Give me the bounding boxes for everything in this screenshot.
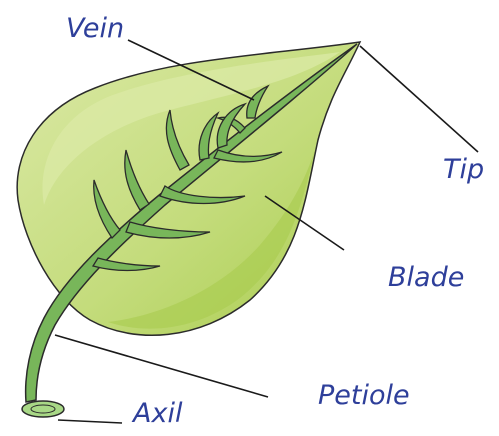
petiole-label: Petiole <box>318 382 410 409</box>
blade-label: Blade <box>388 264 464 291</box>
petiole-base <box>22 401 64 417</box>
tip-pointer <box>360 46 478 152</box>
vein-label: Vein <box>66 15 124 42</box>
tip-label: Tip <box>443 156 484 183</box>
axil-pointer <box>58 420 122 423</box>
petiole-pointer <box>55 335 268 397</box>
axil-label: Axil <box>133 400 182 427</box>
